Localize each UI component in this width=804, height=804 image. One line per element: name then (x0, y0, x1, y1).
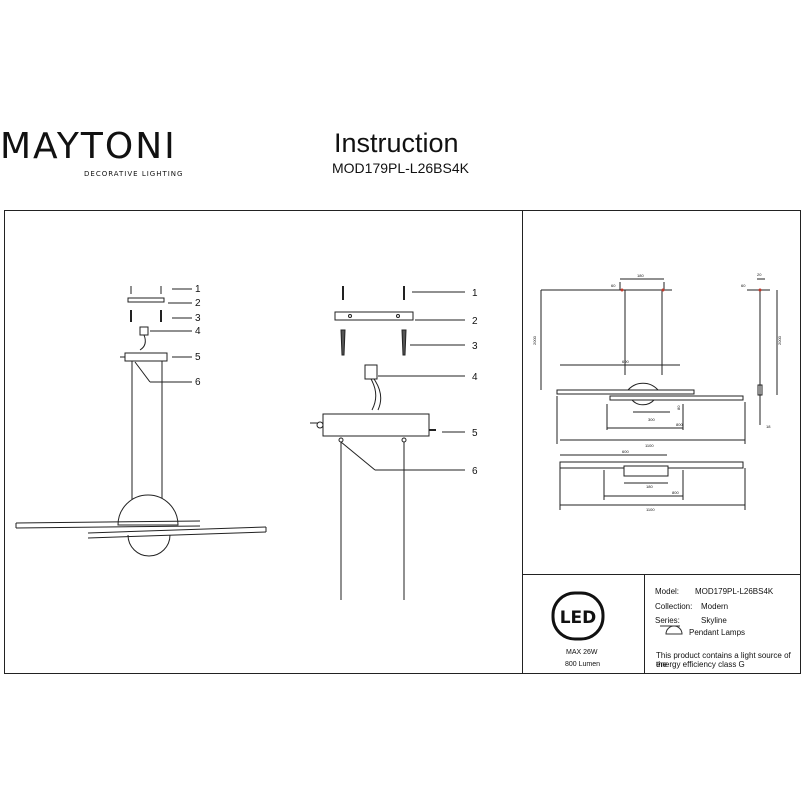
left-callout-4: 4 (195, 326, 201, 337)
bottom-dim-800: 800 (672, 490, 679, 495)
side-dim-60: 60 (741, 283, 746, 288)
front-view-drawing (540, 278, 746, 444)
center-callout-1: 1 (472, 288, 478, 299)
frame-divider-vertical (522, 210, 523, 674)
led-power: MAX 26W (566, 649, 598, 656)
left-callout-5: 5 (195, 352, 201, 363)
series-value: Skyline (701, 616, 727, 625)
lamp-type: Pendant Lamps (689, 628, 746, 637)
left-assembly-diagram (15, 286, 267, 557)
dim-300: 300 (648, 417, 655, 422)
center-callout-5: 5 (472, 428, 478, 439)
left-callout-1: 1 (195, 284, 201, 295)
model-heading: MOD179PL-L26BS4K (332, 160, 469, 176)
led-lumen: 800 Lumen (565, 661, 601, 668)
bottom-view-drawing (559, 454, 746, 510)
model-label: Model: (655, 587, 680, 596)
series-label: Series: (655, 616, 680, 625)
collection-label: Collection: (655, 602, 693, 611)
left-callout-3: 3 (195, 313, 201, 324)
bottom-dim-600: 600 (622, 449, 629, 454)
energy-note-line1: This product contains a light source of … (656, 651, 791, 669)
model-value: MOD179PL-L26BS4K (695, 587, 774, 596)
center-callout-3: 3 (472, 341, 478, 352)
collection-value: Modern (701, 602, 729, 611)
info-divider (644, 574, 645, 674)
dim-600: 600 (622, 359, 629, 364)
dim-800: 800 (676, 422, 683, 427)
dim-1100: 1100 (645, 443, 654, 448)
dim-80: 80 (676, 405, 681, 410)
center-callout-6: 6 (472, 466, 478, 477)
side-view-drawing (747, 278, 778, 425)
dim-60: 60 (611, 283, 616, 288)
frame-divider-horizontal (522, 574, 801, 575)
center-callout-2: 2 (472, 316, 478, 327)
led-label: LED (560, 608, 597, 628)
side-dim-18: 18 (766, 424, 771, 429)
bottom-dim-180: 180 (646, 484, 653, 489)
energy-note-line2: energy efficiency class G (656, 660, 745, 669)
side-dim-20: 20 (757, 272, 762, 277)
dim-2000: 2000 (532, 335, 537, 345)
brand-name: MAYTONI (0, 126, 177, 167)
dim-180: 180 (637, 273, 644, 278)
brand-tagline: DECORATIVE LIGHTING (84, 170, 184, 178)
led-badge: LED (551, 591, 605, 641)
center-callout-4: 4 (472, 372, 478, 383)
brand-logo: MAYTONI DECORATIVE LIGHTING (0, 126, 182, 178)
page-title: Instruction (334, 128, 459, 158)
center-assembly-diagram (310, 286, 465, 600)
pendant-lamp-icon (660, 625, 683, 635)
side-dim-2000: 2000 (777, 335, 782, 345)
left-callout-6: 6 (195, 377, 201, 388)
left-callout-2: 2 (195, 298, 201, 309)
bottom-dim-1100: 1100 (646, 507, 655, 512)
instruction-frame (4, 210, 801, 674)
